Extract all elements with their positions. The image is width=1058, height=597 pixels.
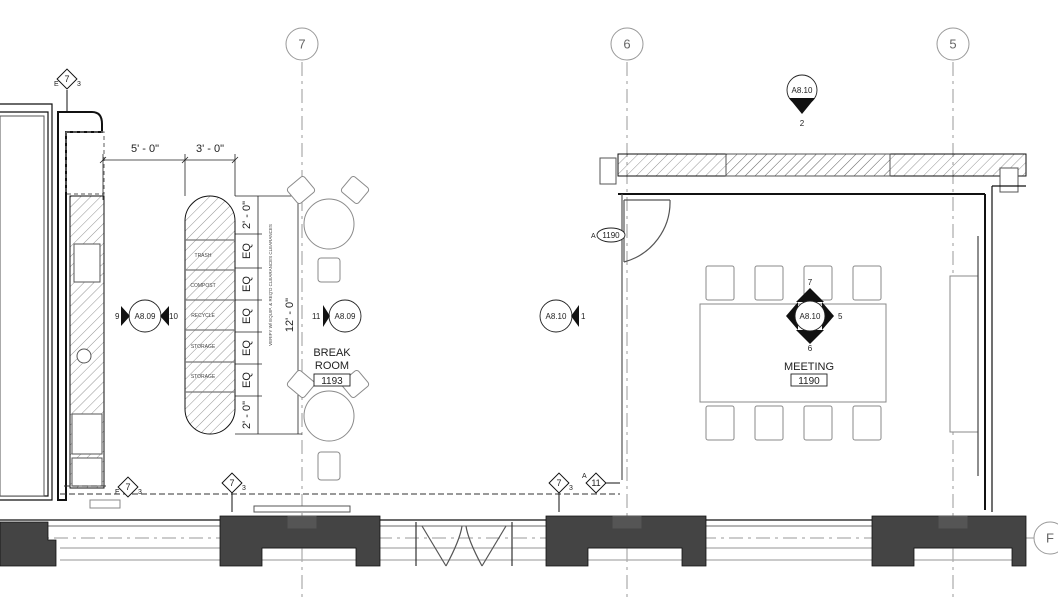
dim-3ft: 3' - 0"	[196, 143, 224, 155]
chair	[754, 405, 784, 441]
dim-eq: EQ	[241, 340, 253, 356]
door-tag-number: 1190	[602, 231, 620, 240]
door-tag-prefix: A	[591, 233, 596, 240]
dim-eq: EQ	[241, 276, 253, 292]
elevation-tag-11[interactable]: 11 A	[582, 472, 620, 494]
appliance	[71, 457, 103, 487]
chair	[317, 451, 341, 481]
svg-text:1: 1	[581, 312, 586, 321]
grid-label-7: 7	[298, 37, 305, 52]
section-marker-a809-left[interactable]: A8.09 9 10	[115, 299, 178, 333]
bin-label-trash: TRASH	[195, 253, 212, 259]
svg-text:2: 2	[800, 119, 805, 128]
svg-text:E: E	[54, 81, 59, 88]
credenza	[949, 275, 979, 433]
svg-text:5: 5	[838, 312, 843, 321]
break-room-furniture	[286, 175, 370, 481]
elevation-tag-grid6[interactable]: 7 3	[548, 472, 573, 512]
chair	[705, 405, 735, 441]
chair	[705, 265, 735, 301]
section-marker-a810-1[interactable]: A8.10 1	[539, 299, 586, 333]
svg-text:A8.10: A8.10	[800, 312, 821, 321]
elevation-tag-grid7[interactable]: 7 3	[221, 472, 246, 512]
chair	[286, 175, 316, 205]
grid-label-f: F	[1046, 531, 1054, 546]
grid-bubble-7[interactable]	[285, 27, 319, 61]
room-name-meeting: MEETING	[784, 361, 834, 373]
svg-text:10: 10	[169, 312, 178, 321]
dim-12ft: 12' - 0"	[284, 298, 296, 332]
exterior-wall	[0, 499, 1027, 567]
dim-eq: EQ	[241, 372, 253, 388]
room-name-break-line2: ROOM	[315, 360, 349, 372]
grid-bubble-f[interactable]	[1033, 521, 1058, 555]
svg-text:7: 7	[808, 278, 813, 287]
chair	[754, 265, 784, 301]
meeting-room-walls	[599, 153, 1027, 512]
chair	[286, 369, 316, 399]
bin-label-storage: STORAGE	[191, 374, 216, 380]
svg-text:9: 9	[115, 312, 120, 321]
kitchen-sink	[73, 243, 101, 283]
svg-text:7: 7	[229, 478, 234, 488]
round-table	[303, 198, 355, 250]
svg-text:11: 11	[312, 312, 321, 321]
svg-text:11: 11	[591, 478, 600, 488]
svg-text:3: 3	[242, 485, 246, 492]
bin-counter: TRASH COMPOST RECYCLE STORAGE STORAGE	[184, 195, 236, 435]
svg-text:3: 3	[77, 81, 81, 88]
chair	[852, 405, 882, 441]
room-number-break: 1193	[321, 376, 343, 387]
grid-label-5: 5	[949, 37, 956, 52]
room-number-meeting: 1190	[798, 376, 820, 387]
dim-eq: EQ	[241, 243, 253, 259]
bin-label-compost: COMPOST	[190, 283, 215, 289]
svg-text:6: 6	[808, 344, 813, 353]
dim-2ft-bottom: 2' - 0"	[241, 401, 253, 429]
grid-bubble-6[interactable]	[610, 27, 644, 61]
section-marker-a810-2[interactable]: A8.10 2	[786, 74, 818, 128]
svg-text:A: A	[582, 473, 587, 480]
svg-text:7: 7	[125, 482, 130, 492]
bin-label-recycle: RECYCLE	[191, 313, 215, 319]
left-wall	[0, 103, 620, 501]
elevation-tag-lower-left[interactable]: 7 3 E	[115, 476, 142, 498]
chair	[317, 257, 341, 283]
round-table	[303, 390, 355, 442]
svg-text:A8.10: A8.10	[792, 86, 813, 95]
grid-bubble-5[interactable]	[936, 27, 970, 61]
svg-text:A8.09: A8.09	[135, 312, 156, 321]
break-room-tag[interactable]: BREAK ROOM 1193	[313, 347, 351, 387]
grid-label-6: 6	[623, 37, 630, 52]
appliance	[71, 413, 103, 455]
meeting-furniture	[699, 265, 887, 441]
svg-text:3: 3	[569, 485, 573, 492]
dim-eq: EQ	[241, 308, 253, 324]
dimension-strings: 5' - 0" 3' - 0" 2' - 0" EQ EQ EQ EQ EQ 2…	[99, 143, 302, 435]
dim-note: VERIFY W/ EQUIP. & REQ'D CLEARANCES CLEA…	[268, 224, 273, 346]
svg-text:7: 7	[64, 74, 69, 84]
chair	[852, 265, 882, 301]
dim-2ft-top: 2' - 0"	[241, 201, 253, 229]
svg-text:7: 7	[556, 478, 561, 488]
dim-5ft: 5' - 0"	[131, 143, 159, 155]
chair	[803, 405, 833, 441]
section-marker-a810-meeting[interactable]: A8.10 7 5 6	[786, 278, 843, 353]
svg-text:E: E	[115, 489, 120, 496]
door-tag[interactable]: A 1190	[591, 227, 626, 243]
svg-text:A8.09: A8.09	[335, 312, 356, 321]
room-name-break-line1: BREAK	[313, 347, 351, 359]
svg-text:A8.10: A8.10	[546, 312, 567, 321]
grid-lines: 7 6 5 F	[0, 27, 1058, 597]
section-marker-a809-right[interactable]: A8.09 11	[312, 299, 362, 333]
svg-text:3: 3	[138, 489, 142, 496]
meeting-room-tag[interactable]: MEETING 1190	[784, 361, 834, 387]
chair	[340, 175, 370, 205]
bin-label-storage: STORAGE	[191, 344, 216, 350]
cooktop	[76, 348, 92, 364]
elevation-tag-top-left[interactable]: 7 3 E	[54, 68, 81, 112]
